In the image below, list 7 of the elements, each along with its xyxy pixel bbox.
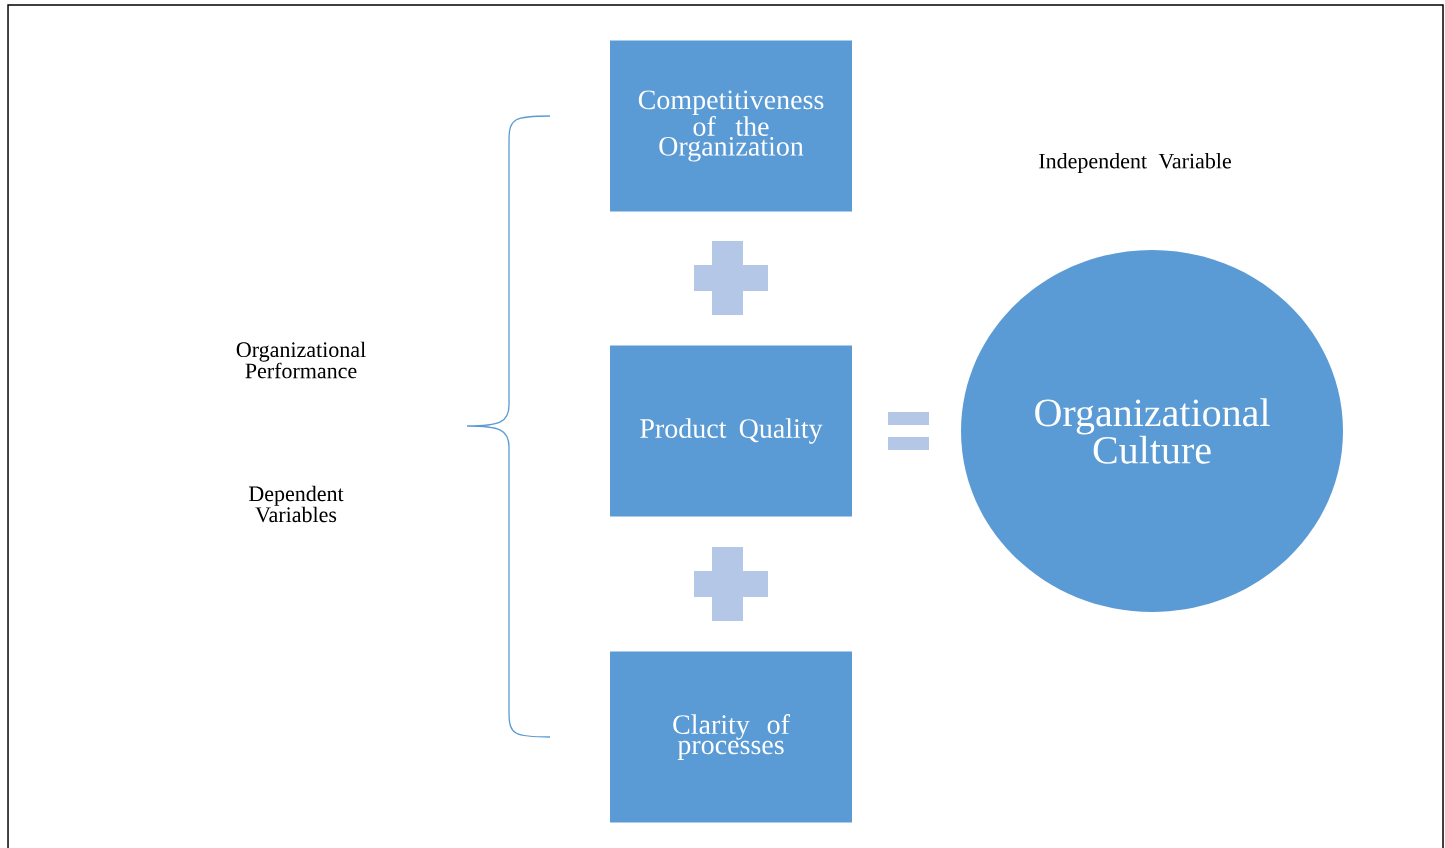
label-text: Organizational Performance (236, 341, 366, 379)
process-box: Clarity of processes (610, 651, 852, 823)
label-text: Dependent Variables (249, 485, 344, 523)
process-box: Product Quality (610, 345, 852, 517)
label-text: Independent Variable (1039, 153, 1231, 173)
circle-node: Organizational Culture (961, 250, 1343, 612)
process-box: Competitiveness of the Organization (610, 40, 852, 212)
